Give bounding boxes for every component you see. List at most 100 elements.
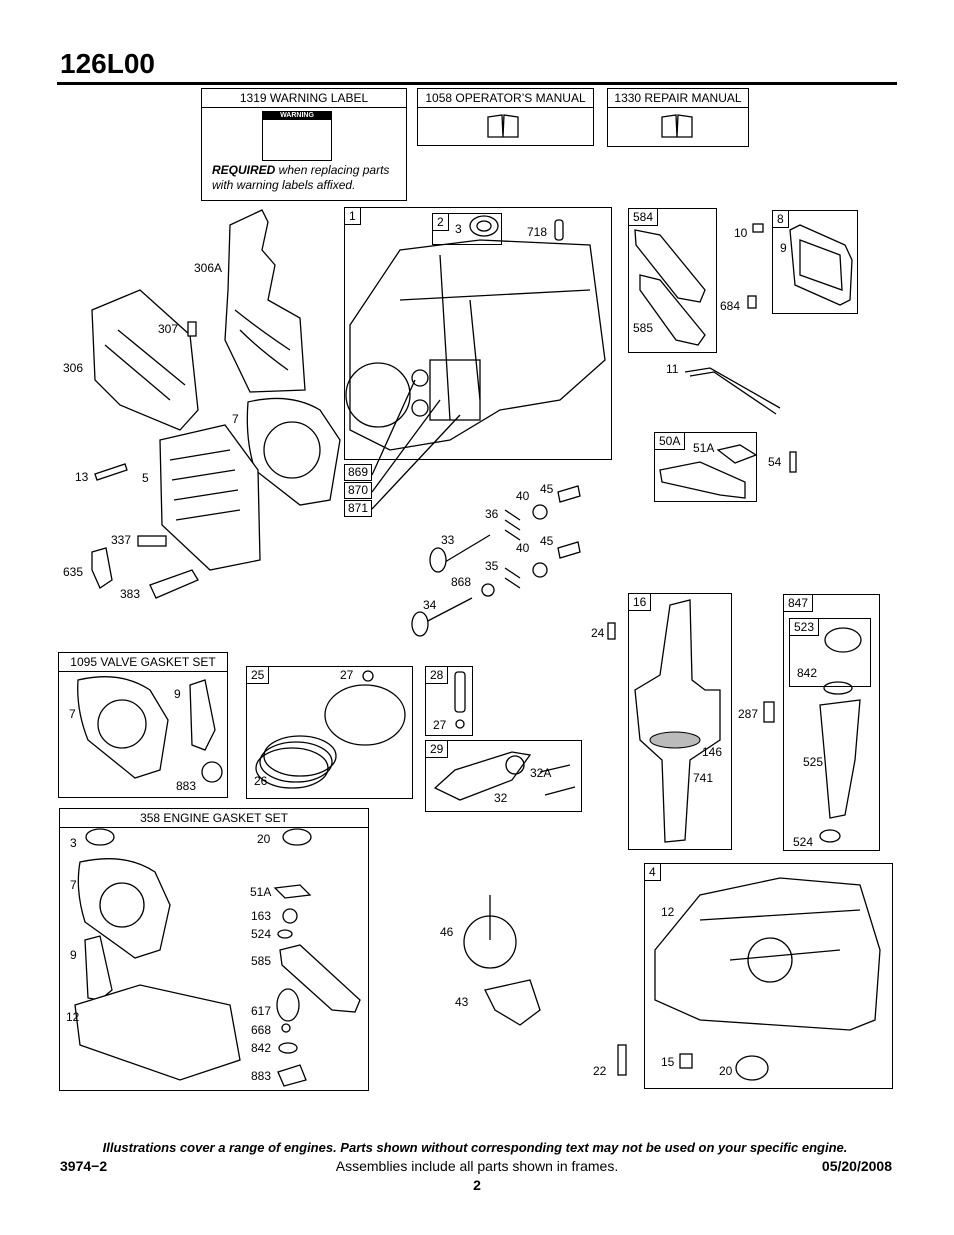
part-label: 635 — [63, 565, 84, 579]
page-title: 126L00 — [60, 48, 155, 79]
warning-label-graphic: WARNING — [262, 111, 332, 161]
repair-manual-header: 1330 REPAIR MANUAL — [608, 89, 748, 108]
frame-number: 25 — [246, 666, 270, 684]
part-label: 337 — [111, 533, 132, 547]
part-label: 40 — [516, 541, 530, 555]
footer-doc-number: 3974−2 — [60, 1158, 108, 1174]
frame-number: 847 — [783, 594, 814, 612]
part-label: 10 — [734, 226, 748, 240]
part-label: 32A — [530, 766, 552, 780]
required-note: REQUIRED when replacing parts with warni… — [212, 163, 402, 193]
breather-frame: 8 — [772, 210, 858, 314]
operators-manual-box: 1058 OPERATOR’S MANUAL — [417, 88, 594, 146]
footer-assembly-note: Assemblies include all parts shown in fr… — [335, 1158, 619, 1174]
part-label: 585 — [633, 321, 654, 335]
part-label: 287 — [738, 707, 759, 721]
part-label: 883 — [176, 779, 197, 793]
frame-number: 50A — [654, 432, 686, 450]
part-label: 35 — [485, 559, 499, 573]
required-word: REQUIRED — [212, 163, 276, 177]
warning-label-sign: WARNING — [263, 112, 331, 120]
part-label: 34 — [423, 598, 437, 612]
part-label: 525 — [803, 755, 824, 769]
connecting-rod-frame: 29 — [425, 740, 582, 812]
part-label: 668 — [251, 1023, 272, 1037]
warning-label-header: 1319 WARNING LABEL — [202, 89, 406, 108]
part-label: 524 — [251, 927, 272, 941]
part-label: 45 — [540, 534, 554, 548]
part-label: 163 — [251, 909, 272, 923]
ref-870: 870 — [344, 482, 373, 499]
part-label: 7 — [69, 707, 76, 721]
part-label: 842 — [797, 666, 818, 680]
part-label: 883 — [251, 1069, 272, 1083]
wrist-pin-frame: 28 — [425, 666, 473, 736]
engine-gasket-set-header: 358 ENGINE GASKET SET — [60, 809, 368, 828]
breather-gasket-frame: 584 — [628, 208, 717, 353]
header-rule — [57, 82, 897, 85]
valve-gasket-set-header: 1095 VALVE GASKET SET — [59, 653, 227, 672]
dipstick-tube-frame: 50A — [654, 432, 757, 502]
part-label: 20 — [257, 832, 271, 846]
frame-number: 584 — [628, 208, 659, 226]
part-label: 617 — [251, 1004, 272, 1018]
frame-number: 28 — [425, 666, 449, 684]
part-label: 27 — [433, 718, 447, 732]
oil-fill-frame: 847 — [783, 594, 880, 851]
frame-number: 29 — [425, 740, 449, 758]
part-label: 9 — [780, 241, 787, 255]
part-label: 3 — [455, 222, 462, 236]
part-label: 22 — [593, 1064, 607, 1078]
frame-number: 4 — [644, 863, 661, 881]
part-label: 383 — [120, 587, 141, 601]
part-label: 43 — [455, 995, 469, 1009]
warning-label-box: 1319 WARNING LABEL WARNING — [201, 88, 407, 201]
cylinder-frame: 1 — [344, 207, 612, 460]
page-number: 2 — [473, 1177, 481, 1193]
part-label: 51A — [250, 885, 272, 899]
part-label: 718 — [527, 225, 548, 239]
part-label: 741 — [693, 771, 714, 785]
frame-number: 8 — [772, 210, 789, 228]
part-label: 11 — [666, 362, 679, 376]
part-label: 46 — [440, 925, 454, 939]
part-label: 20 — [719, 1064, 733, 1078]
part-label: 15 — [661, 1055, 675, 1069]
part-label: 32 — [494, 791, 508, 805]
part-label: 306 — [63, 361, 84, 375]
book-icon — [661, 114, 693, 138]
part-label: 26 — [254, 774, 268, 788]
part-label: 306A — [194, 261, 223, 275]
frame-number: 523 — [789, 618, 820, 636]
part-label: 54 — [768, 455, 782, 469]
repair-manual-box: 1330 REPAIR MANUAL — [607, 88, 749, 147]
frame-number: 16 — [628, 593, 652, 611]
part-label: 12 — [66, 1010, 80, 1024]
part-label: 12 — [661, 905, 675, 919]
part-label: 524 — [793, 835, 814, 849]
part-label: 3 — [70, 836, 77, 850]
part-label: 45 — [540, 482, 554, 496]
part-label: 36 — [485, 507, 499, 521]
valve-gasket-set-frame: 1095 VALVE GASKET SET — [58, 652, 228, 798]
part-label: 40 — [516, 489, 530, 503]
sump-frame: 4 — [644, 863, 893, 1089]
frame-number: 2 — [432, 213, 449, 231]
part-label: 7 — [70, 878, 77, 892]
part-label: 868 — [451, 575, 472, 589]
engine-gasket-set-frame: 358 ENGINE GASKET SET — [59, 808, 369, 1091]
part-label: 13 — [75, 470, 89, 484]
part-label: 7 — [232, 412, 239, 426]
crankshaft-frame: 16 — [628, 593, 732, 850]
footer-date: 05/20/2008 — [821, 1158, 892, 1174]
piston-frame: 25 — [246, 666, 413, 799]
part-label: 33 — [441, 533, 455, 547]
part-label: 9 — [70, 948, 77, 962]
part-label: 9 — [174, 687, 181, 701]
ref-871: 871 — [344, 500, 373, 517]
part-label: 51A — [693, 441, 715, 455]
part-label: 684 — [720, 299, 741, 313]
footer-disclaimer: Illustrations cover a range of engines. … — [102, 1140, 848, 1155]
part-label: 842 — [251, 1041, 272, 1055]
